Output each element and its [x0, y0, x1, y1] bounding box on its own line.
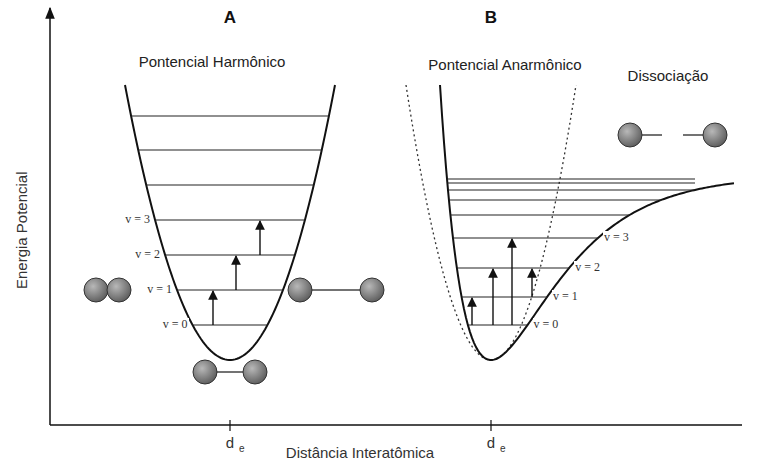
level-label: v = 3 — [124, 213, 151, 226]
distance-symbol: d — [487, 435, 495, 452]
level-label: v = 2 — [134, 248, 161, 261]
panel-letter: B — [485, 9, 497, 28]
transition-arrow — [235, 256, 236, 290]
y-axis — [49, 8, 51, 425]
x-axis — [50, 424, 742, 426]
morse-curve — [440, 85, 734, 360]
energy-level — [193, 324, 268, 325]
panel-title: Pontencial Anarmônico — [428, 57, 581, 74]
energy-level — [450, 214, 629, 215]
energy-level — [146, 184, 314, 185]
tick-mark — [229, 420, 230, 431]
anharmonic-well — [406, 85, 734, 360]
harmonic-well — [125, 85, 335, 360]
energy-level — [447, 182, 695, 183]
level-label: v = 0 — [533, 318, 560, 331]
transition-arrow — [511, 239, 512, 325]
energy-level — [468, 324, 528, 325]
tick-mark — [490, 420, 491, 431]
level-label: v = 1 — [552, 290, 579, 303]
distance-symbol: d — [226, 435, 234, 452]
harmonic-reference-curve — [406, 85, 576, 360]
energy-level — [131, 115, 329, 116]
dissociation-label: Dissociação — [628, 68, 709, 85]
transition-arrow — [259, 221, 260, 255]
energy-level — [447, 178, 695, 179]
energy-level — [448, 189, 695, 190]
energy-level — [138, 149, 322, 150]
molecule-dissociated — [618, 123, 727, 147]
level-label: v = 0 — [162, 318, 189, 331]
energy-level — [457, 267, 569, 268]
energy-level — [155, 219, 305, 220]
transition-arrow — [212, 291, 213, 325]
harmonic-curve — [125, 85, 335, 360]
energy-level — [462, 296, 547, 297]
energy-level — [177, 289, 283, 290]
energy-level — [165, 254, 295, 255]
panel-title: Pontencial Harmônico — [139, 54, 286, 71]
molecule-stretched — [288, 278, 384, 302]
energy-level — [453, 237, 598, 238]
transition-arrow — [492, 269, 493, 325]
molecule-equilibrium — [193, 360, 267, 384]
subscript: e — [500, 443, 506, 454]
molecule-compressed — [84, 278, 131, 302]
axis-title: Distância Interatômica — [286, 445, 434, 462]
transition-arrow — [471, 298, 472, 325]
energy-level — [449, 199, 661, 200]
panel-letter: A — [224, 9, 236, 28]
level-label: v = 2 — [574, 261, 601, 274]
axis-title: Energia Potencial — [14, 171, 31, 289]
transition-arrow — [531, 269, 532, 297]
level-label: v = 3 — [603, 231, 630, 244]
level-label: v = 1 — [146, 283, 173, 296]
subscript: e — [239, 443, 245, 454]
